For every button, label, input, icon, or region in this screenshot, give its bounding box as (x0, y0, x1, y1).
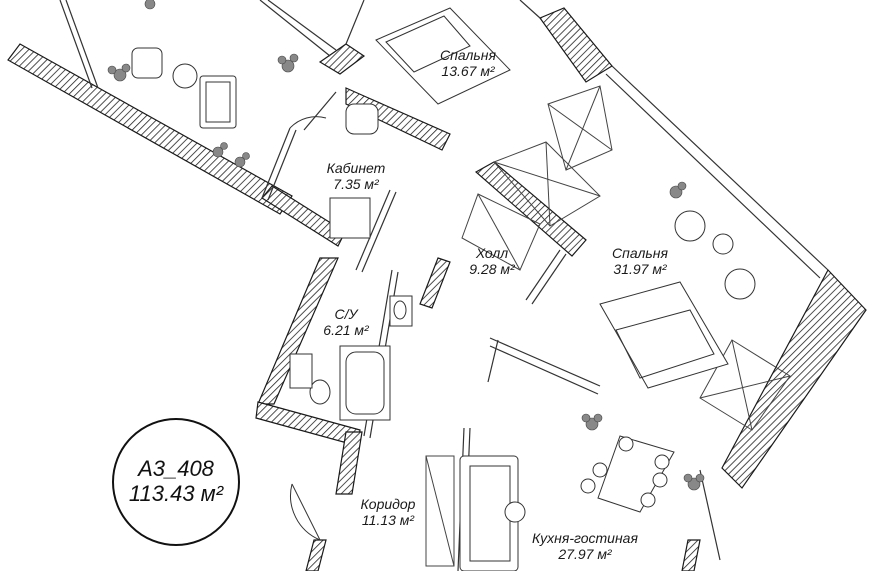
wall-corridor-jamb (335, 431, 363, 495)
room-label-corridor: Коридор 11.13 м² (338, 496, 438, 528)
wardrobes (425, 85, 791, 567)
balcony-armchair-1 (131, 47, 163, 79)
wall-top-mid (345, 87, 451, 151)
room-area: 31.97 м² (613, 261, 667, 278)
walls (7, 7, 867, 571)
wall-right-upper (539, 7, 613, 83)
wall-hall-stub (419, 257, 451, 309)
room-label-bedroom-small: Спальня 13.67 м² (418, 47, 518, 79)
study-armchair (345, 103, 379, 135)
room-name: Спальня (612, 245, 668, 261)
balcony-armchair-2 (199, 75, 237, 129)
room-area: 27.97 м² (558, 546, 612, 563)
room-area: 7.35 м² (333, 176, 379, 193)
toilet (309, 379, 331, 405)
bathtub (339, 345, 391, 421)
room-name: Холл (475, 245, 509, 261)
wall-bath-left (257, 257, 339, 405)
room-label-hall: Холл 9.28 м² (442, 245, 542, 277)
room-name: Спальня (440, 47, 496, 63)
plants (107, 0, 705, 491)
room-name: Кабинет (326, 160, 386, 176)
room-label-study: Кабинет 7.35 м² (306, 160, 406, 192)
wall-bottom-left (305, 539, 327, 571)
room-label-kitchen-living: Кухня-гостиная 27.97 м² (520, 530, 650, 562)
apartment-badge: А3_408 113.43 м² (112, 418, 240, 546)
room-name: Коридор (360, 496, 416, 512)
large-bedroom-bed (599, 281, 729, 389)
room-label-bathroom: С/У 6.21 м² (296, 306, 396, 338)
furniture (131, 7, 756, 571)
room-area: 11.13 м² (361, 512, 415, 529)
wall-right-exterior (721, 268, 867, 489)
wall-bottom-right (681, 539, 701, 571)
apartment-total-area: 113.43 м² (128, 481, 224, 507)
room-area: 13.67 м² (441, 63, 495, 80)
corridor-door (290, 483, 321, 541)
room-label-bedroom-large: Спальня 31.97 м² (590, 245, 690, 277)
room-name: С/У (334, 306, 358, 322)
apartment-code: А3_408 (138, 456, 214, 482)
wall-bedroom-inner (474, 161, 587, 257)
wall-top-bedroom (318, 43, 366, 75)
dining-table (597, 435, 675, 513)
room-area: 6.21 м² (323, 322, 369, 339)
room-area: 9.28 м² (469, 261, 515, 278)
room-name: Кухня-гостиная (532, 530, 638, 546)
wall-left-balcony (7, 43, 293, 215)
